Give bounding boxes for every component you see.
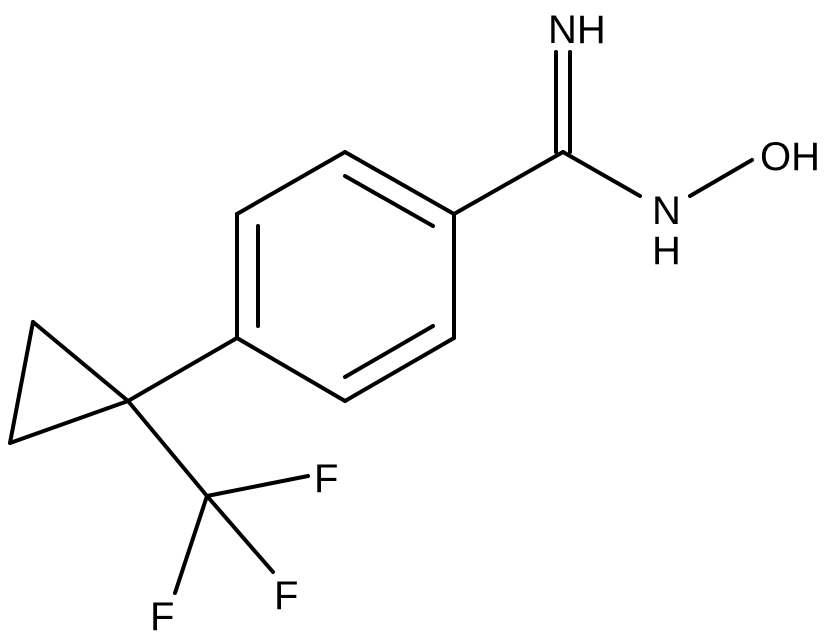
ring-bond — [235, 150, 347, 216]
cyclopropyl-bond — [8, 320, 35, 445]
fluorine-label: F — [150, 595, 174, 639]
c-nh-bond — [561, 150, 642, 198]
cyclopropyl-bond — [31, 320, 130, 403]
c-f-bond — [205, 494, 275, 574]
c-f-bond — [173, 494, 209, 595]
ring-double-bond-inner — [343, 174, 435, 228]
fluorine-label: F — [314, 457, 338, 501]
imine-nh-label: NH — [548, 8, 606, 52]
ring-double-bond-inner — [343, 324, 435, 379]
c-cf3-bond — [126, 399, 209, 498]
ring-bond — [235, 336, 347, 403]
ring-bond — [343, 150, 456, 216]
benzene-ring — [235, 150, 456, 403]
amine-n-label: N — [652, 189, 681, 233]
hydroxyl-oh-label: OH — [760, 135, 820, 179]
aryl-c-bond — [452, 150, 565, 216]
c-f-bond — [205, 474, 310, 498]
amidoxime-group — [452, 50, 754, 216]
cyclopropyl-bond — [8, 399, 130, 445]
fluorine-label: F — [274, 574, 298, 618]
n-o-bond — [688, 158, 754, 198]
aryl-cyclopropyl-bond — [126, 336, 239, 403]
cyclopropyl-trifluoromethyl — [8, 320, 310, 595]
amine-h-label: H — [652, 229, 681, 273]
ring-bond — [343, 336, 456, 403]
